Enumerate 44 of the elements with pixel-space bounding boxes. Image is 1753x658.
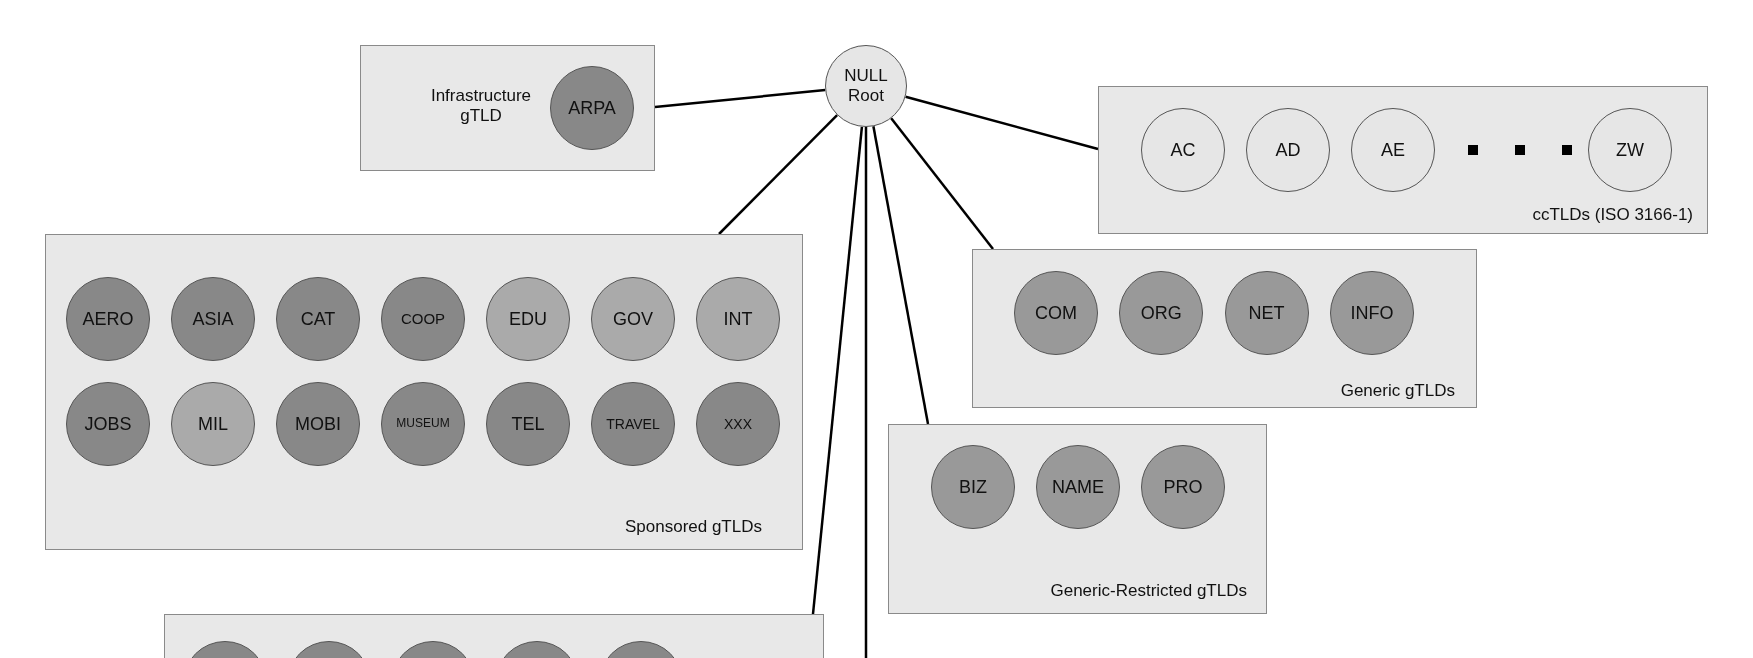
domain-label: GOV xyxy=(613,308,653,330)
domain-label: CAT xyxy=(300,308,336,330)
group-label: Generic gTLDs xyxy=(1340,381,1455,401)
domain-label: NAME xyxy=(1052,476,1104,498)
connector-line xyxy=(811,126,864,615)
domain-label: EDU xyxy=(509,308,547,330)
domain-label: COM xyxy=(1035,302,1077,324)
domain-label: ASIA xyxy=(192,308,234,330)
domain-label: MOBI xyxy=(295,413,341,435)
domain-label: MUSEUM xyxy=(396,417,450,431)
domain-label: AC xyxy=(1170,139,1196,161)
domain-label: TRAVEL xyxy=(606,415,660,433)
group-panel xyxy=(45,234,803,550)
domain-label: ZW xyxy=(1616,139,1644,161)
domain-label: INFO xyxy=(1350,302,1394,324)
domain-label: AE xyxy=(1381,139,1405,161)
connector-line xyxy=(864,127,868,658)
domain-label: AERO xyxy=(82,308,134,330)
connector-line xyxy=(905,95,1099,151)
domain-label: BIZ xyxy=(959,476,987,498)
group-label: Generic-Restricted gTLDs xyxy=(1050,581,1247,601)
group-panel xyxy=(972,249,1477,408)
connector-line xyxy=(718,114,838,235)
domain-label: ORG xyxy=(1140,302,1182,324)
domain-label: COOP xyxy=(400,310,446,328)
domain-label: PRO xyxy=(1163,476,1203,498)
group-label: Infrastructure gTLD xyxy=(429,86,533,126)
domain-label: NET xyxy=(1248,302,1285,324)
domain-label: ARPA xyxy=(568,97,616,119)
connector-line xyxy=(890,117,994,250)
group-panel xyxy=(1098,86,1708,234)
domain-label: MIL xyxy=(198,413,228,435)
connector-line xyxy=(872,126,930,425)
connector-line xyxy=(654,88,826,109)
group-panel xyxy=(360,45,655,171)
domain-label: INT xyxy=(723,308,753,330)
domain-label: AD xyxy=(1275,139,1301,161)
group-label: ccTLDs (ISO 3166-1) xyxy=(1532,205,1693,225)
group-panel xyxy=(888,424,1267,614)
domain-label: XXX xyxy=(724,415,752,433)
domain-label: NULL Root xyxy=(843,66,889,106)
group-label: Sponsored gTLDs xyxy=(624,517,762,537)
domain-label: JOBS xyxy=(84,413,132,435)
domain-label: TEL xyxy=(511,413,545,435)
